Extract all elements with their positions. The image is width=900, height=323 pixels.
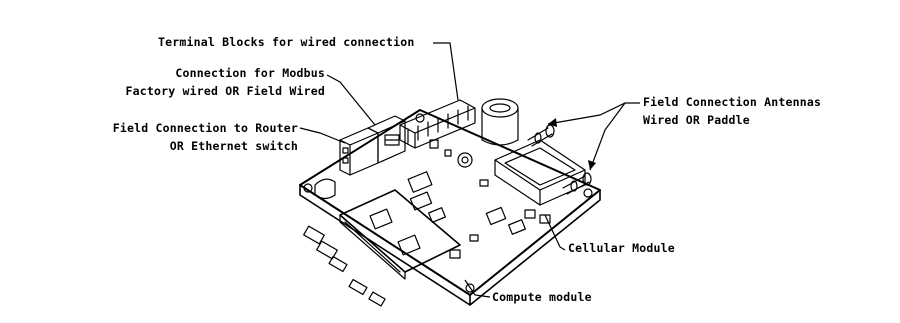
label-router-line2: OR Ethernet switch — [169, 139, 298, 153]
rj45-connector-router — [339, 127, 379, 176]
leader-arrowheads — [548, 118, 596, 170]
label-modbus-line1: Connection for Modbus — [175, 66, 325, 80]
label-terminal-blocks: Terminal Blocks for wired connection — [158, 35, 415, 49]
label-cellular-module: Cellular Module — [568, 241, 675, 255]
rj45-connector-modbus — [367, 115, 406, 164]
label-compute-module: Compute module — [492, 290, 592, 304]
label-router-line1: Field Connection to Router — [112, 121, 298, 135]
cellular-module — [494, 139, 586, 206]
label-modbus-line2: Factory wired OR Field Wired — [125, 84, 325, 98]
antenna-connector-lower — [562, 172, 592, 195]
board-components — [303, 139, 551, 307]
compute-module — [339, 189, 461, 280]
pcb-outline — [299, 109, 601, 306]
leader-lines — [299, 42, 640, 298]
capacitor-can — [481, 98, 519, 146]
label-antennas-line2: Wired OR Paddle — [643, 113, 750, 127]
label-antennas-line1: Field Connection Antennas — [643, 95, 822, 109]
antenna-connector-upper — [527, 124, 555, 147]
